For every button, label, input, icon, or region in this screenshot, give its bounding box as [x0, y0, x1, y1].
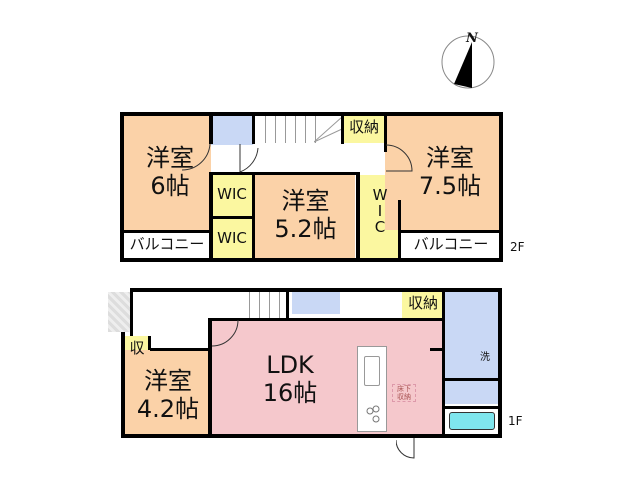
- stairs-landing-icon: [314, 116, 343, 143]
- room-washroom: [444, 292, 498, 378]
- label-balcony-right: バルコニー: [413, 235, 489, 253]
- room-western-6: [123, 115, 211, 232]
- label-storage-1f: 収納: [407, 294, 438, 312]
- label-wic-2: WIC: [217, 229, 247, 247]
- stove-icon: [366, 405, 380, 423]
- label-western-6: 洋室 6帖: [146, 144, 194, 200]
- compass-north-label: N: [466, 31, 478, 46]
- kitchen-sink: [364, 356, 380, 386]
- entry-porch: [108, 292, 132, 332]
- stairs-2f: [256, 115, 316, 143]
- door-swing-icon: [211, 320, 239, 347]
- label-wic-3: W I C: [372, 186, 388, 236]
- stairs-1f: [240, 292, 286, 318]
- floor-tag-1f: 1F: [508, 414, 523, 428]
- room-toilet-1f: [292, 292, 340, 314]
- label-western-52: 洋室 5.2帖: [274, 187, 337, 243]
- room-wic-2: [211, 219, 253, 261]
- room-ldk: [212, 320, 444, 434]
- floor-tag-2f: 2F: [510, 240, 525, 254]
- room-wic-1: [211, 175, 253, 217]
- label-western-42: 洋室 4.2帖: [136, 367, 200, 423]
- label-ldk: LDK 16帖: [262, 351, 318, 407]
- label-washroom: 洗: [480, 352, 490, 363]
- room-bath-anteroom: [444, 380, 498, 404]
- room-toilet-2f: [211, 115, 253, 145]
- compass-icon: [441, 35, 495, 89]
- door-swing-icon: [181, 144, 259, 173]
- door-swing-icon: [386, 144, 413, 172]
- label-storage-2f: 収納: [348, 118, 379, 136]
- kitchen-counter: [357, 346, 387, 432]
- room-western-75: [385, 115, 500, 230]
- label-wic-1: WIC: [217, 185, 247, 203]
- room-storage-1f: [402, 292, 444, 320]
- label-balcony-left: バルコニー: [129, 235, 205, 253]
- door-swing-icon: [396, 438, 415, 459]
- room-western-52: [255, 175, 355, 261]
- floor-2-plan: 洋室 6帖 WIC WIC 洋室 5.2帖 収納 W I C 洋室 7.5帖 バ…: [120, 112, 525, 262]
- room-storage-2f: [343, 115, 385, 143]
- north-compass: N: [440, 31, 496, 90]
- bathtub: [449, 412, 495, 430]
- label-western-75: 洋室 7.5帖: [418, 144, 482, 200]
- label-storage-small: 収: [129, 339, 145, 357]
- room-western-42: [124, 350, 210, 434]
- label-underfloor-storage: 床下 収納: [392, 384, 416, 403]
